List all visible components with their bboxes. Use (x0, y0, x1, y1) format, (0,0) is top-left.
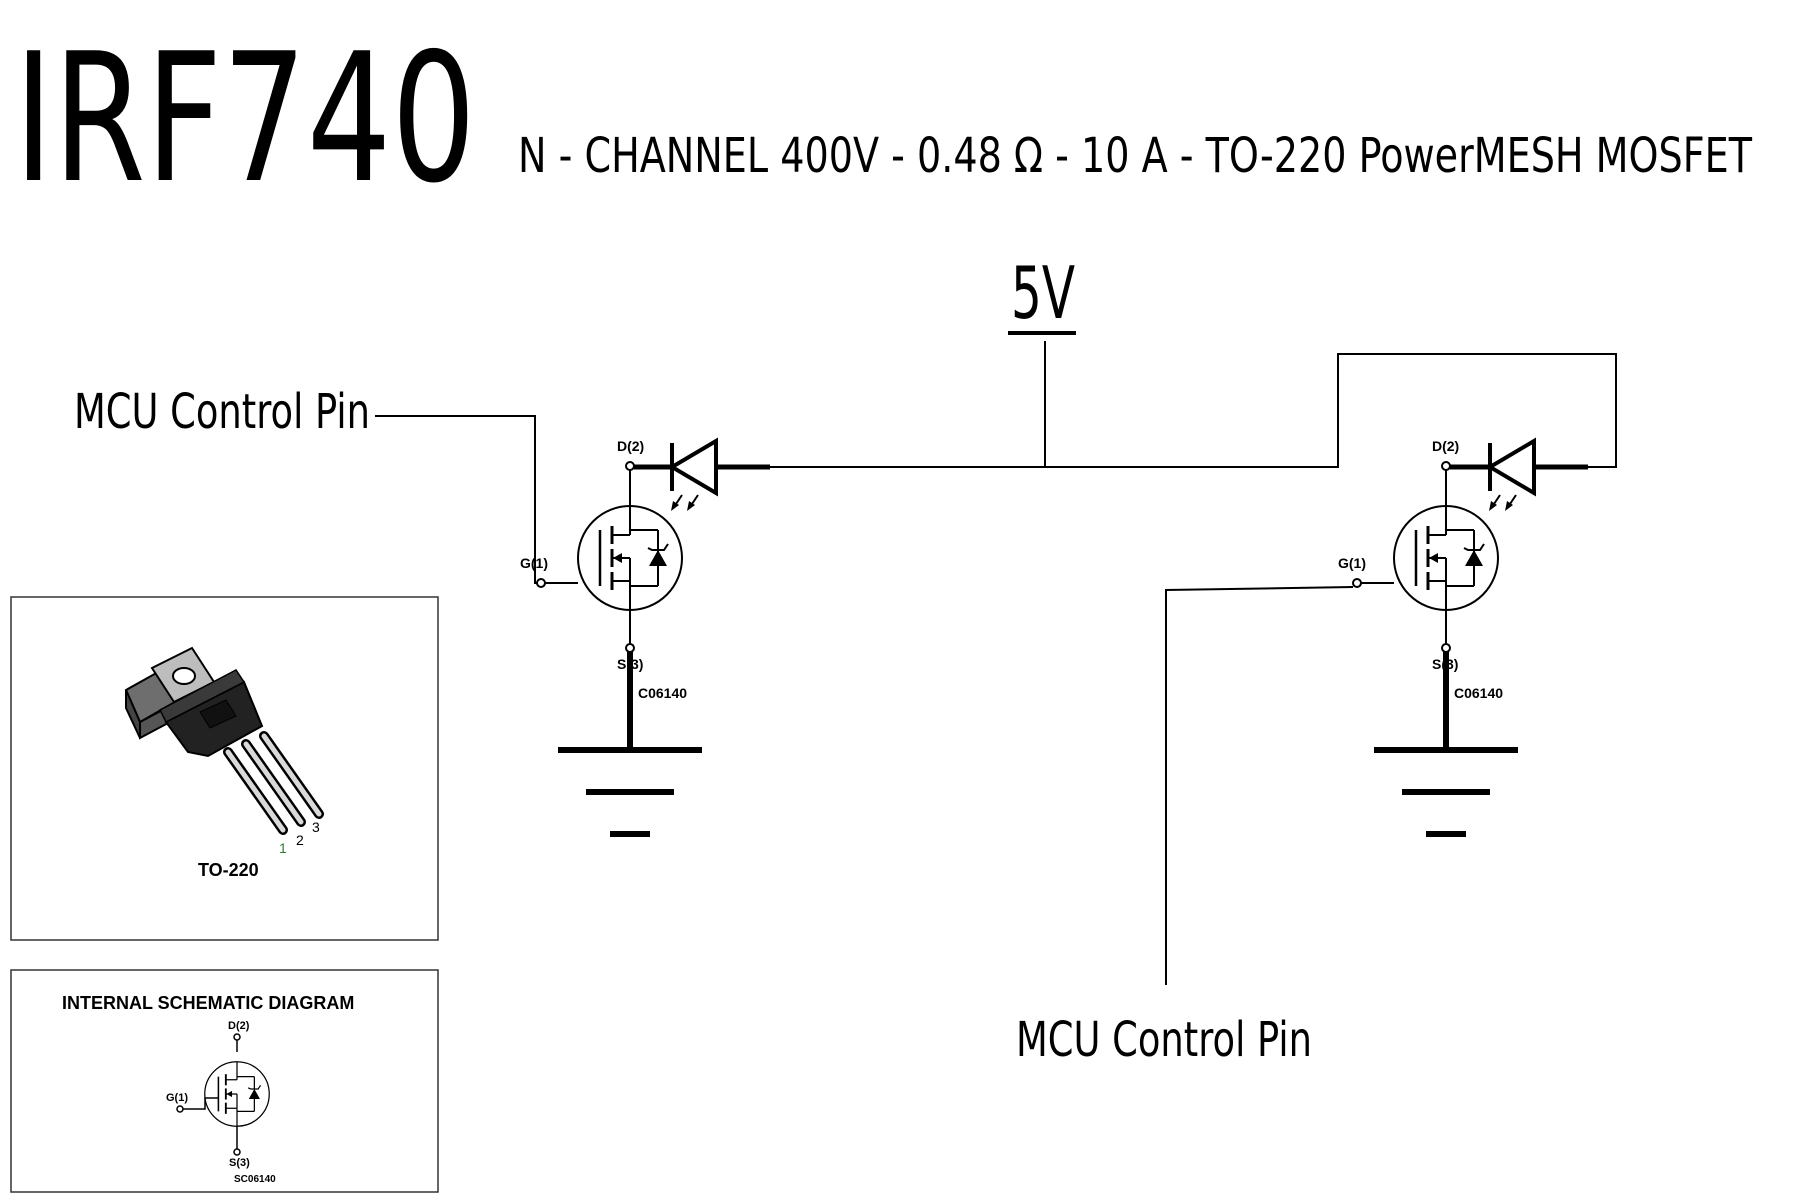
left-mcu-control-label: MCU Control Pin (74, 384, 370, 440)
package-label: TO-220 (198, 860, 259, 880)
internal-source-pin-label: S(3) (229, 1157, 250, 1169)
right-ref-code: C06140 (1454, 685, 1503, 701)
supply-label: 5V (1011, 251, 1075, 335)
left-mosfet-symbol (576, 504, 684, 612)
right-gate-wire (1165, 586, 1354, 985)
pin-1-number: 1 (279, 840, 287, 856)
right-gate-pin-label: G(1) (1338, 555, 1366, 571)
right-led-symbol (1487, 439, 1536, 513)
internal-source-terminal (233, 1148, 241, 1156)
right-supply-loop (1045, 353, 1617, 468)
left-led-symbol (669, 439, 718, 513)
left-gate-pin-label: G(1) (520, 555, 548, 571)
left-drain-pin-label: D(2) (617, 438, 644, 454)
left-drain-terminal (625, 461, 635, 471)
part-number-title: IRF740 (14, 15, 476, 222)
right-circuit: D(2) G(1) MCU Control Pin S(3) C06140 (1016, 353, 1617, 1068)
pin-3-number: 3 (312, 819, 320, 835)
internal-gate-terminal (176, 1105, 184, 1113)
right-mcu-control-label: MCU Control Pin (1016, 1012, 1312, 1068)
internal-schematic-box: INTERNAL SCHEMATIC DIAGRAM D(2) S(3) SC0… (10, 969, 439, 1193)
left-source-terminal (625, 643, 635, 653)
to220-package-illustration (124, 646, 324, 835)
right-drain-terminal (1441, 461, 1451, 471)
right-gate-terminal (1352, 578, 1362, 588)
internal-drain-terminal (233, 1033, 241, 1041)
left-gate-wire (375, 415, 540, 584)
pin-2-number: 2 (296, 832, 304, 848)
internal-schematic-title: INTERNAL SCHEMATIC DIAGRAM (62, 993, 354, 1013)
package-box-frame (10, 596, 439, 941)
left-ref-code: C06140 (638, 685, 687, 701)
right-ground-symbol (1374, 750, 1518, 834)
internal-gate-pin-label: G(1) (166, 1092, 188, 1104)
right-source-terminal (1441, 643, 1451, 653)
package-box: 1 2 3 TO-220 (10, 596, 439, 941)
internal-drain-pin-label: D(2) (228, 1020, 250, 1032)
left-ground-symbol (558, 750, 702, 834)
left-gate-terminal (536, 578, 546, 588)
part-subtitle: N - CHANNEL 400V - 0.48 Ω - 10 A - TO-22… (518, 128, 1753, 184)
left-circuit: MCU Control Pin G(1) D(2) S(3) C06140 (74, 384, 1045, 834)
right-drain-pin-label: D(2) (1432, 438, 1459, 454)
right-mosfet-symbol (1392, 504, 1500, 612)
internal-schematic-frame (10, 969, 439, 1193)
internal-ref-code: SC06140 (234, 1174, 276, 1185)
